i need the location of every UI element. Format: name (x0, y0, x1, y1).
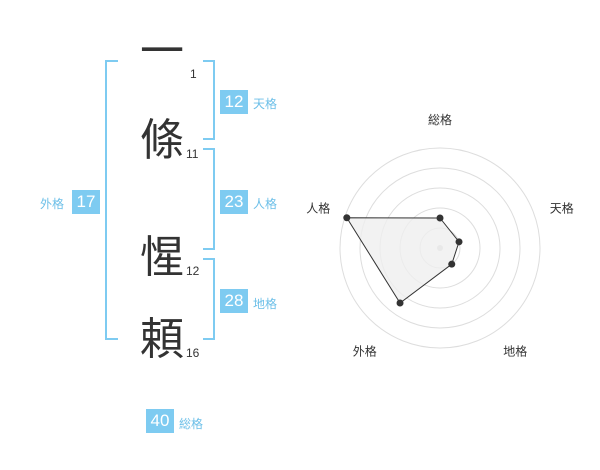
radar-ring (359, 167, 521, 329)
tenkaku-bracket (203, 60, 215, 140)
radar-points (343, 214, 463, 307)
chikaku-badge: 28 (220, 289, 248, 313)
chikaku-label: 地格 (253, 297, 278, 311)
radar-point-3 (448, 260, 456, 268)
radar-ring (339, 147, 541, 349)
stroke-count-2: 11 (186, 147, 199, 161)
radar-point-2 (455, 238, 463, 246)
radar-axis-label-2: 天格 (550, 200, 574, 215)
jinkaku-label: 人格 (253, 197, 278, 211)
chikaku-bracket (203, 258, 215, 340)
radar-point-1 (436, 214, 444, 222)
radar-axis-label-4: 外格 (353, 344, 377, 359)
stroke-count-3: 12 (186, 264, 200, 278)
radar-point-5 (343, 214, 351, 222)
stroke-count-1: 1 (190, 67, 197, 81)
name-char-4: 頼 (140, 314, 184, 365)
tenkaku-label: 天格 (253, 97, 278, 111)
name-char-2: 條 (140, 115, 184, 166)
radar-polygon (345, 217, 460, 304)
name-char-1: 一 (140, 26, 184, 77)
gaikaku-label: 外格 (40, 197, 65, 211)
gaikaku-bracket (105, 60, 118, 340)
radar-point-4 (396, 299, 404, 307)
radar-axis-label-5: 人格 (306, 200, 330, 215)
name-char-3: 惺 (140, 232, 184, 283)
soukaku-label: 総格 (179, 417, 204, 431)
stroke-count-4: 16 (186, 346, 200, 360)
gaikaku-badge: 17 (72, 190, 100, 214)
radar-axis-label-1: 総格 (428, 112, 452, 127)
radar-axis-label-3: 地格 (503, 344, 527, 359)
tenkaku-badge: 12 (220, 90, 248, 114)
jinkaku-bracket (203, 148, 215, 250)
soukaku-badge: 40 (146, 409, 174, 433)
jinkaku-badge: 23 (220, 190, 248, 214)
